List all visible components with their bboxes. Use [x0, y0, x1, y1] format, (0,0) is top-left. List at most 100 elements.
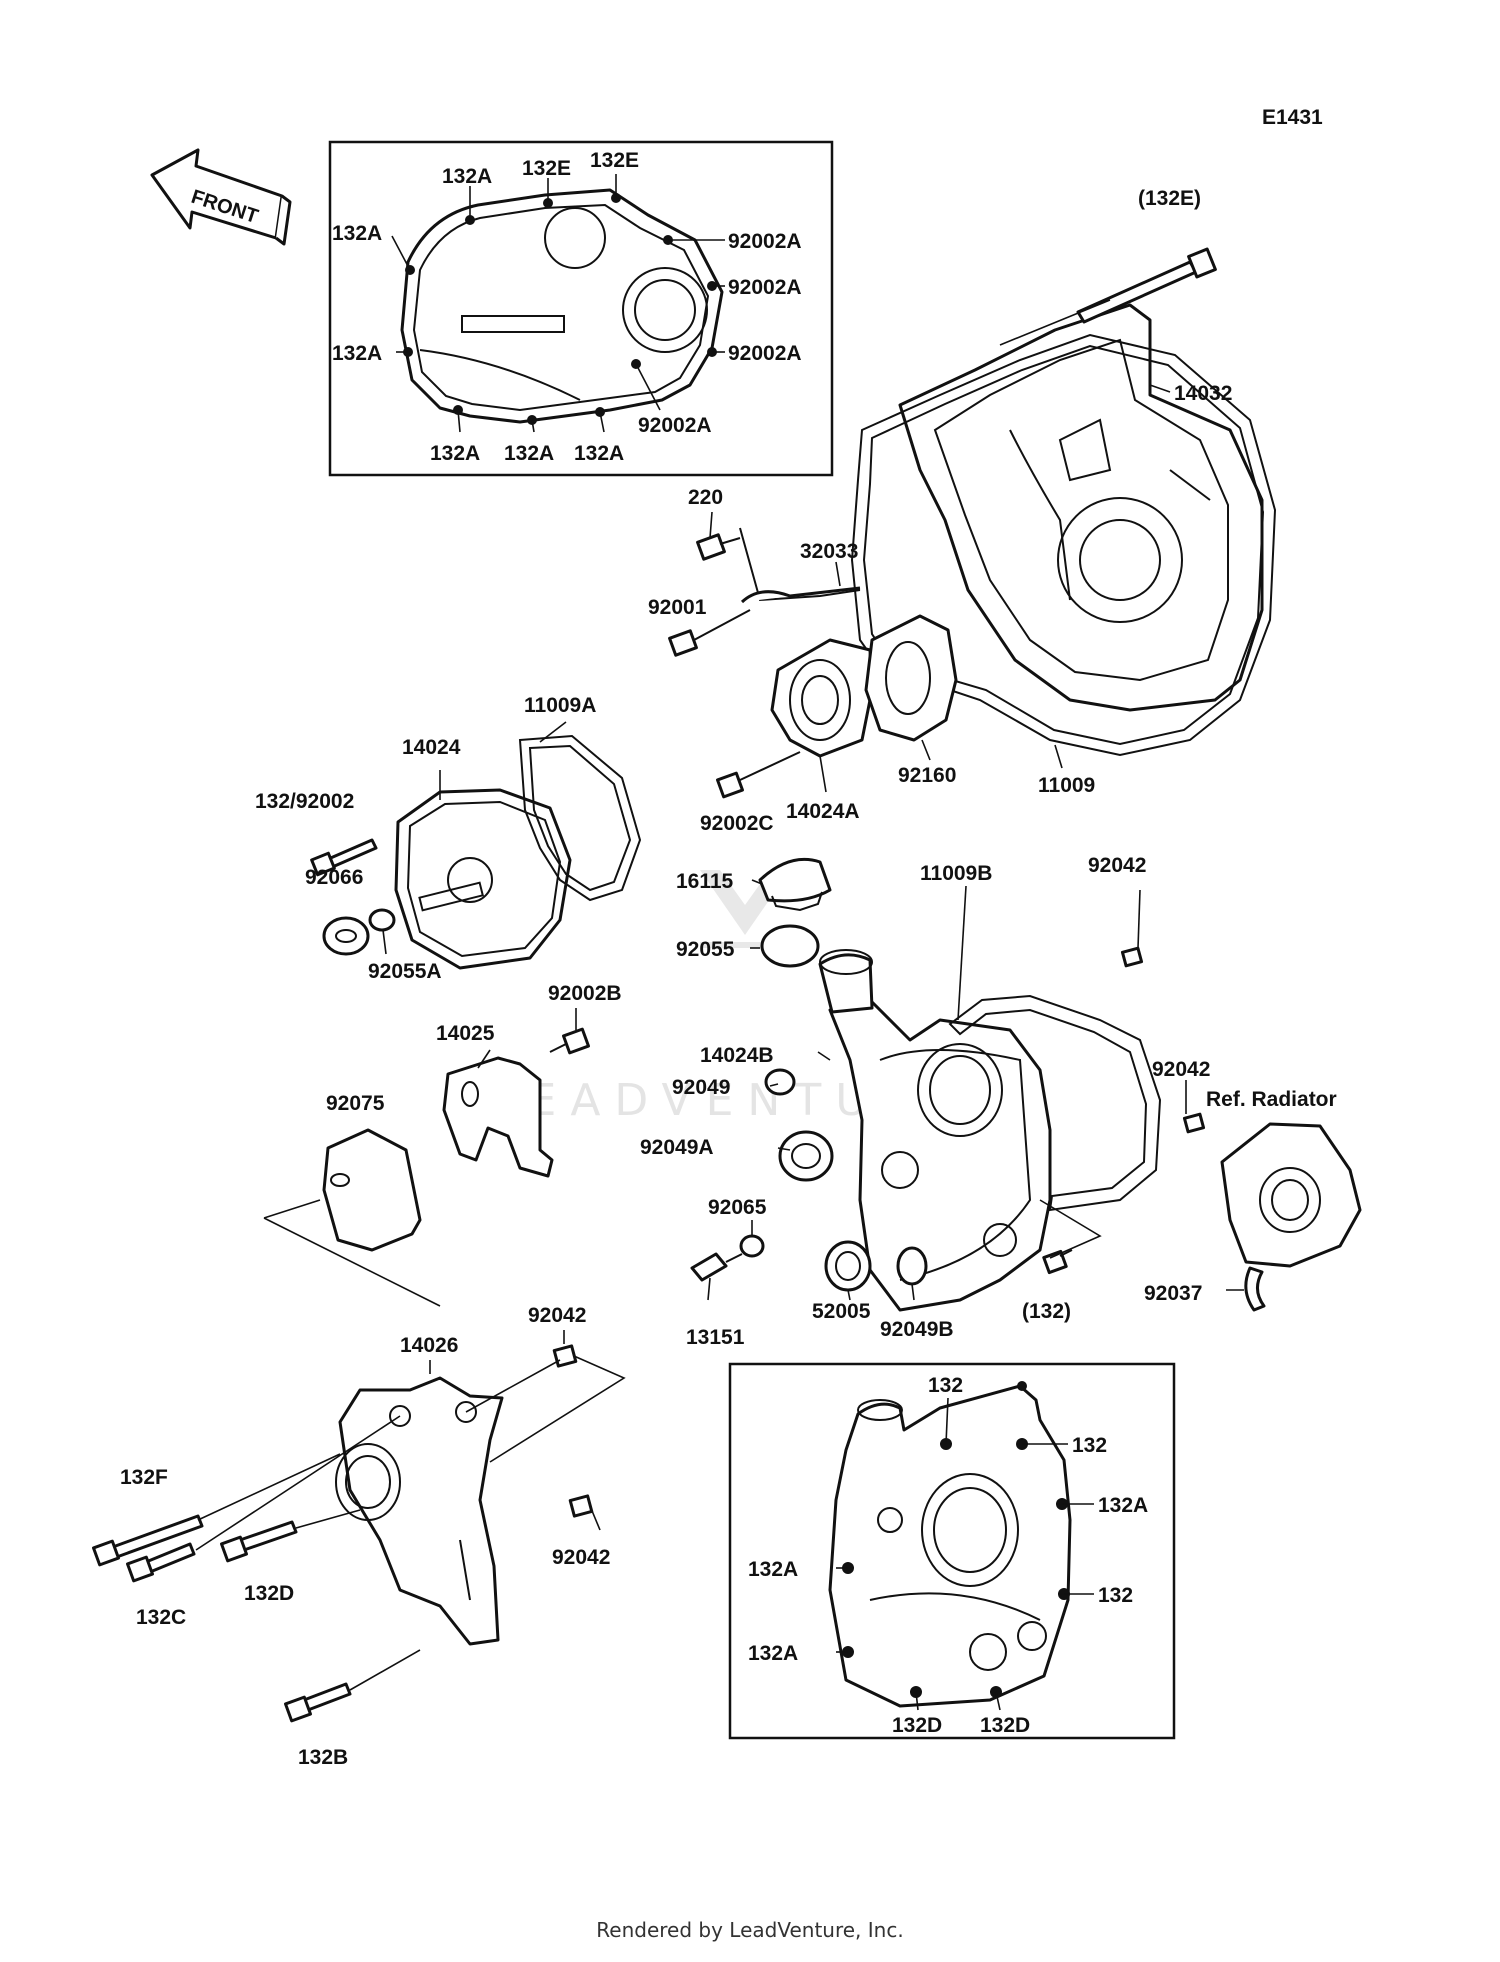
label-132a: 132A [1098, 1494, 1148, 1517]
label-132: 132 [1072, 1434, 1107, 1457]
label-132: 132 [1098, 1584, 1133, 1607]
label-92002b: 92002B [548, 982, 622, 1005]
gasket-11009a [518, 734, 642, 902]
label-132a: 132A [442, 165, 492, 188]
label-92042: 92042 [552, 1546, 610, 1569]
label-92002a: 92002A [728, 230, 802, 253]
right-crankcase-cover [898, 303, 1264, 712]
oil-seal-92049 [764, 1068, 796, 1096]
inset2-leader-lines [836, 1397, 1094, 1711]
label-132a: 132A [504, 442, 554, 465]
label-92065: 92065 [708, 1196, 767, 1219]
label-132d: 132D [892, 1714, 942, 1737]
inset1-leader-lines [391, 174, 725, 433]
label-52005: 52005 [812, 1300, 871, 1323]
label-92049b: 92049B [880, 1318, 954, 1341]
inset-box-cover-14024b [728, 1362, 1176, 1740]
washer-92065 [739, 1234, 765, 1258]
label-132-92002: 132/92002 [255, 790, 354, 813]
label-132e: 132E [522, 157, 571, 180]
label-132a: 132A [748, 1642, 798, 1665]
guard-14026 [335, 1376, 504, 1646]
bolt-132 [1042, 1249, 1073, 1275]
label-14032: 14032 [1174, 382, 1232, 405]
label-14025: 14025 [436, 1022, 495, 1045]
dowel-92042 [1120, 946, 1144, 968]
label-92002a: 92002A [728, 342, 802, 365]
label-92075: 92075 [326, 1092, 385, 1115]
label-11009a: 11009A [524, 694, 596, 717]
label-132e: 132E [590, 149, 639, 172]
inset-box-clutch-cover [328, 140, 834, 477]
gasket-11009b [948, 994, 1162, 1212]
bearing-52005 [824, 1240, 872, 1292]
label-92002a: 92002A [638, 414, 712, 437]
label-132f: 132F [120, 1466, 168, 1489]
bolt-132c [126, 1542, 196, 1583]
label-132: 132 [928, 1374, 963, 1397]
label-92002a: 92002A [728, 276, 802, 299]
label-132a: 132A [748, 1558, 798, 1581]
label-132d: 132D [980, 1714, 1030, 1737]
label-14024b: 14024B [700, 1044, 774, 1067]
oring-92055a [368, 908, 396, 932]
plug-92066 [322, 916, 370, 956]
bracket-14025 [442, 1056, 554, 1178]
bolt-132d [220, 1520, 298, 1563]
bolt-132-92002 [310, 838, 378, 877]
oring-92055 [760, 924, 820, 968]
ref-radiator-label: Ref. Radiator [1206, 1088, 1337, 1111]
dowel-92042 [552, 1344, 578, 1368]
oil-seal-92049b [896, 1246, 928, 1286]
diagram-id: E1431 [1262, 106, 1323, 129]
label-14024a: 14024A [786, 800, 860, 823]
dowel-92042 [1182, 1112, 1206, 1134]
cover-14024b [818, 949, 1052, 1312]
label-11009: 11009 [1038, 774, 1095, 797]
bolt-92002c [716, 751, 801, 799]
filler-cap-16115 [758, 857, 832, 912]
clamp-32033 [739, 527, 861, 604]
label-16115: 16115 [676, 870, 734, 893]
label-92055a: 92055A [368, 960, 442, 983]
label-13151: 13151 [686, 1326, 745, 1349]
label-92037: 92037 [1144, 1282, 1202, 1305]
label-92001: 92001 [648, 596, 707, 619]
radiator-pump [1220, 1122, 1362, 1268]
label-220: 220 [688, 486, 723, 509]
footer-credit: Rendered by LeadVenture, Inc. [596, 1918, 904, 1942]
water-pump-cover-14024a [770, 638, 874, 758]
label-92042: 92042 [528, 1304, 586, 1327]
label-11009b: 11009B [920, 862, 992, 885]
switch-13151 [690, 1252, 743, 1282]
label-132a: 132A [574, 442, 624, 465]
label-92066: 92066 [305, 866, 363, 889]
label-132a: 132A [332, 222, 382, 245]
label-32033: 32033 [800, 540, 858, 563]
bolt-132f [92, 1514, 204, 1567]
label-132b: 132B [298, 1746, 348, 1769]
label-14026: 14026 [400, 1334, 458, 1357]
label-132a: 132A [332, 342, 382, 365]
label-132c: 132C [136, 1606, 186, 1629]
label-92049: 92049 [672, 1076, 730, 1099]
label-92042: 92042 [1088, 854, 1146, 877]
clutch-cover-outline [400, 188, 724, 424]
label-92002c: 92002C [700, 812, 774, 835]
dowel-92042 [568, 1494, 594, 1518]
gasket-92160 [864, 614, 958, 742]
label-92160: 92160 [898, 764, 956, 787]
bolt-132b [284, 1682, 352, 1723]
hose-clamp-92037 [1244, 1266, 1266, 1312]
bolt-132e [1076, 247, 1217, 324]
label-132a: 132A [430, 442, 480, 465]
front-arrow-icon: FRONT [150, 148, 292, 246]
label-92042: 92042 [1152, 1058, 1210, 1081]
pad-92075 [322, 1128, 422, 1252]
label-14024: 14024 [402, 736, 461, 759]
cover-14024 [394, 788, 572, 970]
bolt-92002b [549, 1027, 590, 1055]
label-132e-paren: (132E) [1138, 187, 1201, 210]
label-132-paren: (132) [1022, 1300, 1071, 1323]
